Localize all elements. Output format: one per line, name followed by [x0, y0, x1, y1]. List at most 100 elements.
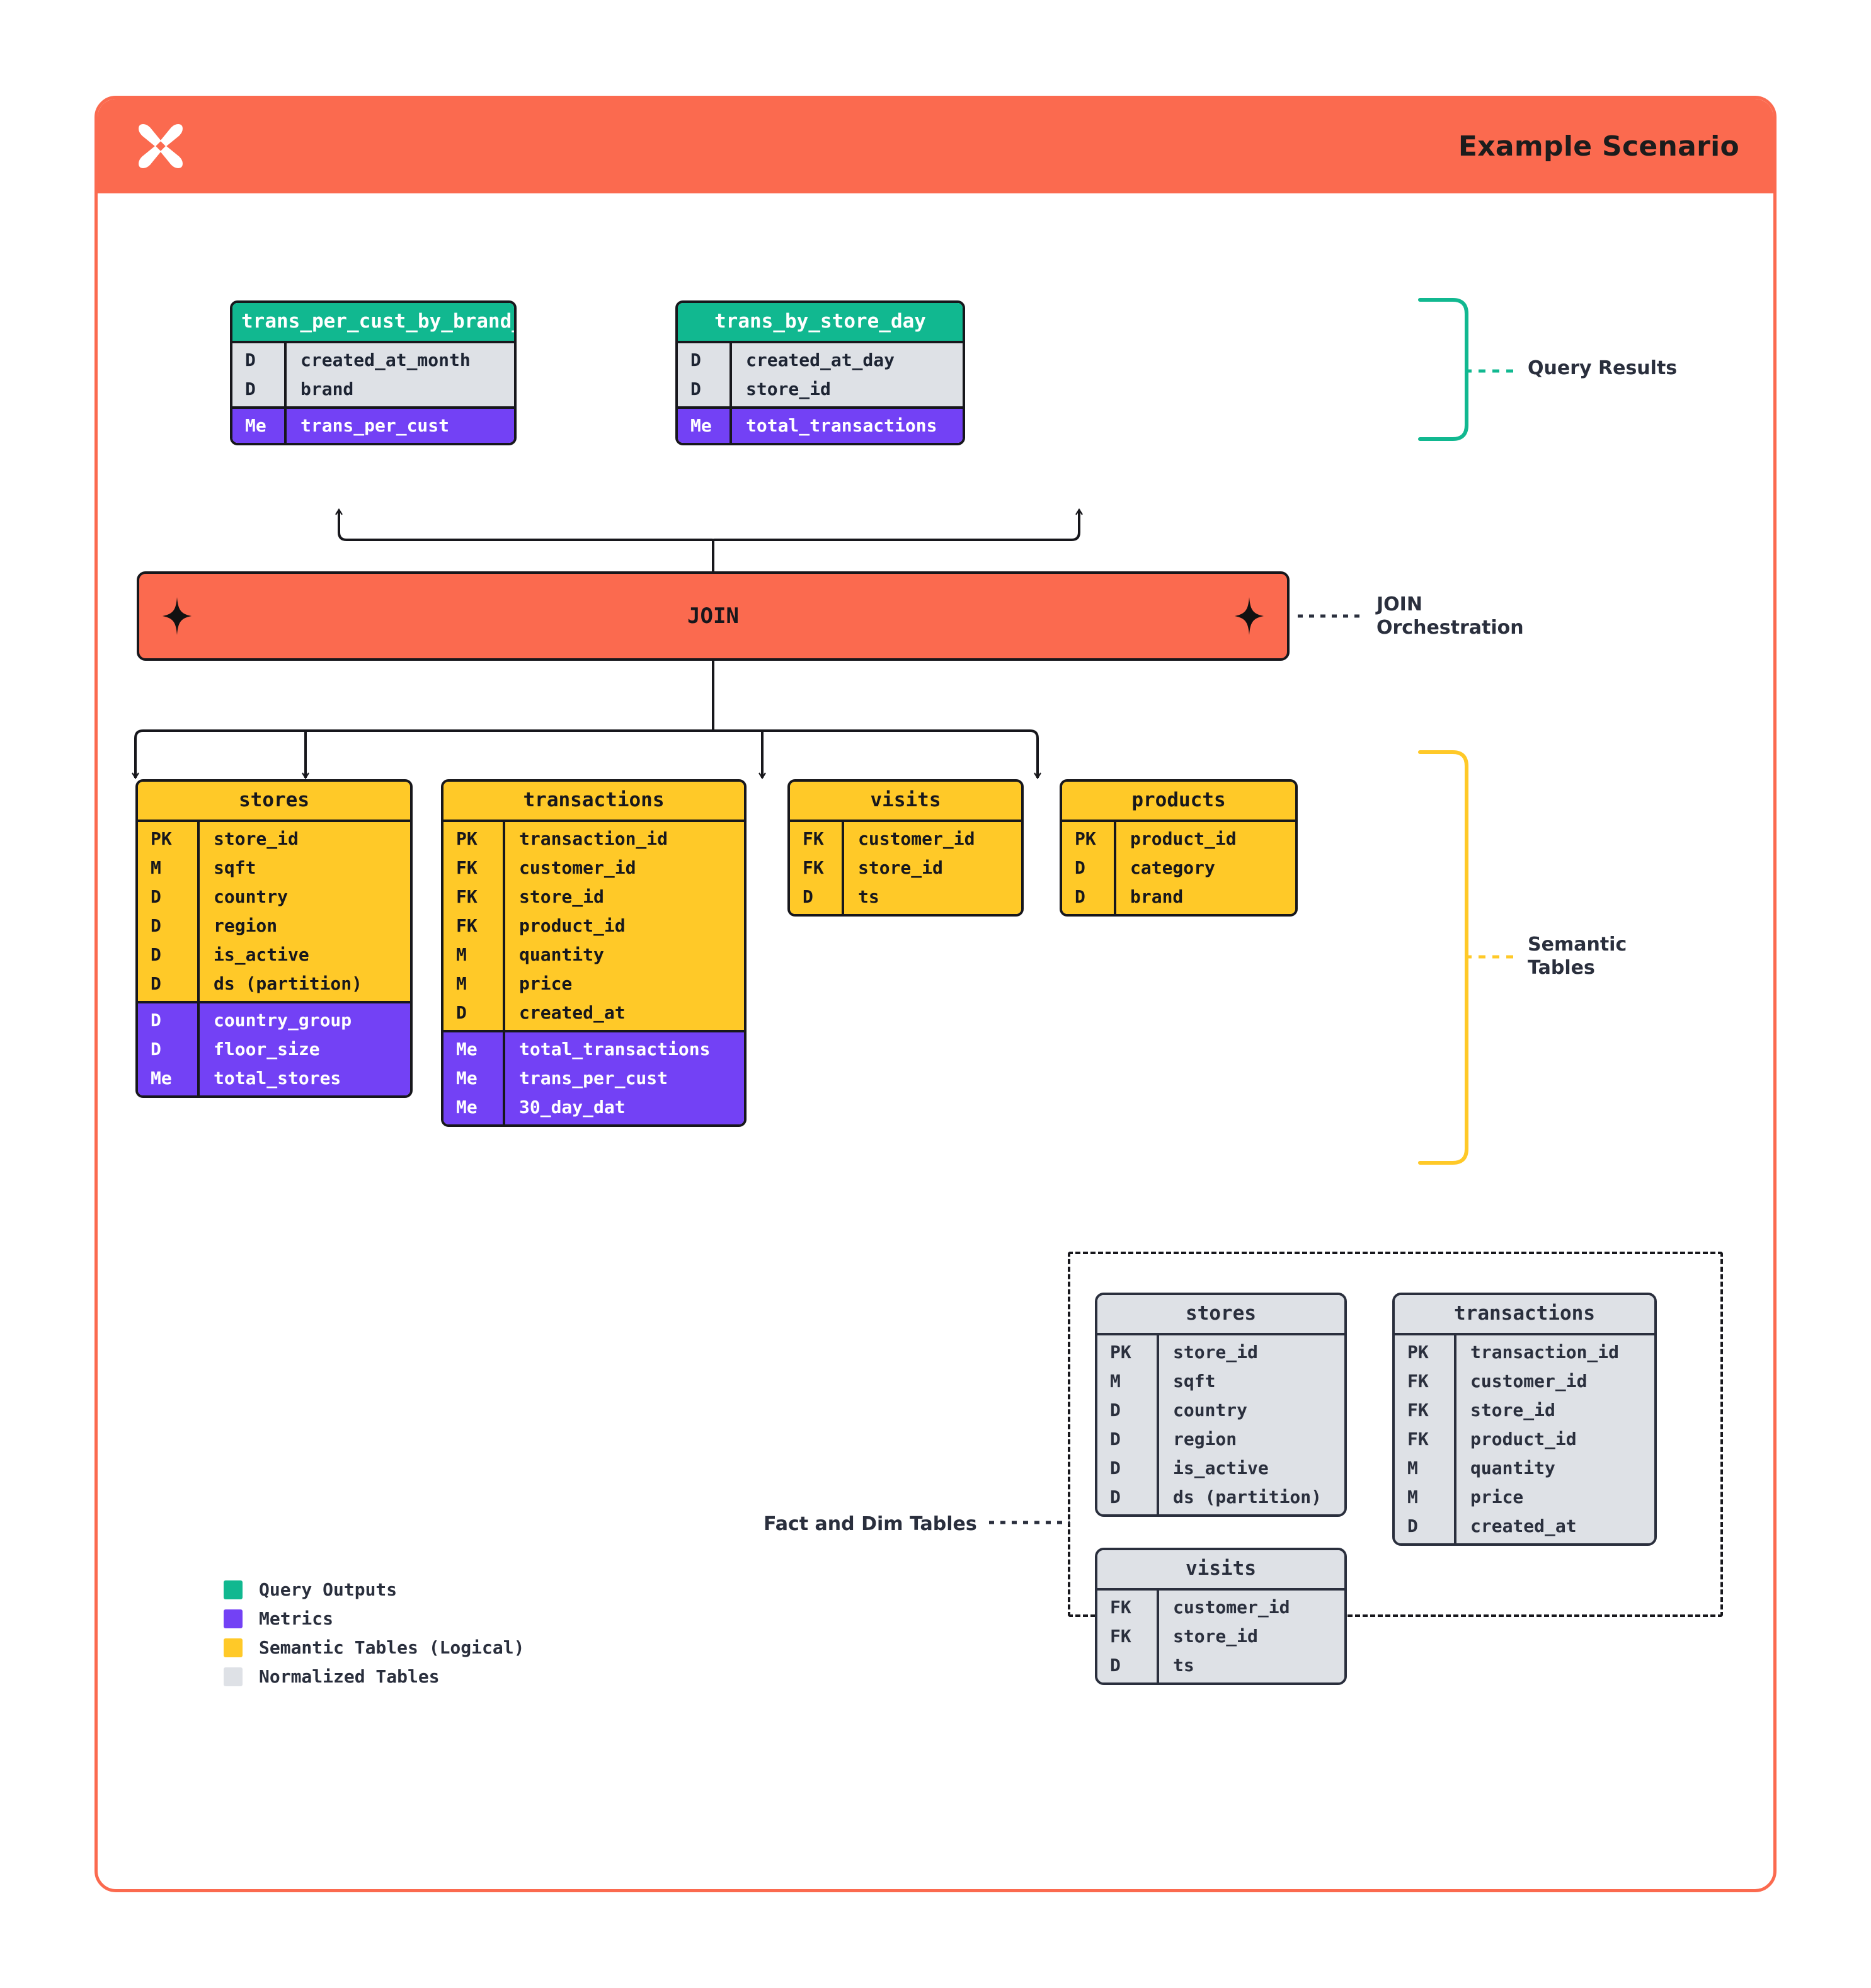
row-key: M — [1110, 1370, 1121, 1391]
query-result-table-0[interactable]: trans_per_cust_by_brand_month D created_… — [230, 300, 517, 445]
row-field: brand — [1114, 882, 1295, 914]
row-field: region — [1157, 1424, 1344, 1454]
row-key: D — [803, 886, 813, 907]
table-title: visits — [1097, 1550, 1344, 1591]
legend-label: Metrics — [259, 1608, 334, 1629]
row-key: D — [151, 1009, 161, 1031]
row-field: price — [503, 969, 744, 998]
join-label: JOIN — [687, 603, 739, 629]
row-field: transaction_id — [503, 821, 744, 854]
legend-swatch-normalized-tables — [224, 1667, 243, 1686]
legend-swatch-metrics — [224, 1609, 243, 1628]
join-orchestration-bar[interactable]: JOIN — [137, 571, 1290, 661]
row-key: PK — [1407, 1341, 1429, 1362]
row-key: Me — [690, 414, 712, 436]
row-field: created_at_month — [284, 343, 514, 375]
table-row: FK customer_id — [790, 821, 1021, 854]
row-key: D — [151, 915, 161, 936]
dimension-rows: D created_at_day D store_id — [678, 343, 963, 406]
row-field: store_id — [1157, 1335, 1344, 1367]
diagram-frame: Example Scenario — [94, 96, 1777, 1892]
row-key: FK — [1407, 1399, 1429, 1420]
row-field: created_at_day — [730, 343, 963, 375]
query-result-table-1[interactable]: trans_by_store_day D created_at_day D st… — [675, 300, 965, 445]
annotation-line-2: Tables — [1528, 956, 1595, 979]
fact-dim-group-box — [1068, 1252, 1723, 1617]
row-field: product_id — [503, 911, 744, 940]
table-row: D brand — [232, 374, 514, 406]
query-results-bracket — [1418, 298, 1468, 441]
page-title: Example Scenario — [1458, 130, 1739, 163]
table-row: Me trans_per_cust — [232, 408, 514, 443]
row-field: store_id — [1454, 1395, 1654, 1425]
table-title: products — [1062, 782, 1295, 822]
row-key: FK — [456, 886, 478, 907]
row-field: ts — [1157, 1650, 1344, 1682]
row-field: trans_per_cust — [503, 1063, 744, 1093]
row-field: store_id — [197, 821, 410, 854]
row-field: region — [197, 911, 410, 940]
row-field: quantity — [1454, 1453, 1654, 1483]
annotation-line-1: Semantic — [1528, 934, 1627, 956]
row-field: store_id — [1157, 1621, 1344, 1651]
sparkle-icon — [162, 597, 192, 635]
annotation-fact-dim-tables: Fact and Dim Tables — [764, 1513, 977, 1535]
row-key: FK — [456, 915, 478, 936]
row-field: product_id — [1114, 821, 1295, 854]
row-field: created_at — [1454, 1511, 1654, 1543]
row-key: D — [245, 349, 256, 370]
row-field: total_transactions — [730, 408, 963, 443]
row-field: product_id — [1454, 1424, 1654, 1454]
table-row: D store_id — [678, 374, 963, 406]
annotation-line-2: Orchestration — [1376, 616, 1524, 639]
legend-swatch-semantic-tables — [224, 1638, 243, 1657]
table-title: visits — [790, 782, 1021, 822]
row-field: customer_id — [1454, 1366, 1654, 1396]
row-field: created_at — [503, 998, 744, 1030]
row-field: floor_size — [197, 1034, 410, 1064]
row-field: customer_id — [503, 853, 744, 883]
table-row: FK customer_id — [1395, 1366, 1654, 1396]
row-key: FK — [803, 857, 824, 878]
fact-dim-leader — [989, 1521, 1070, 1524]
join-leader — [1298, 614, 1363, 618]
semantic-tables-leader — [1465, 955, 1518, 959]
row-key: FK — [1110, 1596, 1131, 1618]
legend-label: Normalized Tables — [259, 1666, 440, 1687]
row-key: D — [245, 378, 256, 399]
row-field: trans_per_cust — [284, 408, 514, 443]
sparkle-icon — [1234, 597, 1264, 635]
row-field: customer_id — [842, 821, 1021, 854]
annotation-line-1: JOIN — [1376, 593, 1422, 615]
row-key: FK — [803, 828, 824, 849]
row-field: store_id — [730, 374, 963, 406]
row-key: FK — [1407, 1370, 1429, 1391]
row-key: D — [690, 349, 701, 370]
query-results-leader — [1465, 369, 1518, 373]
row-field: sqft — [197, 853, 410, 883]
row-key: Me — [456, 1038, 478, 1060]
row-field: country_group — [197, 1003, 410, 1035]
